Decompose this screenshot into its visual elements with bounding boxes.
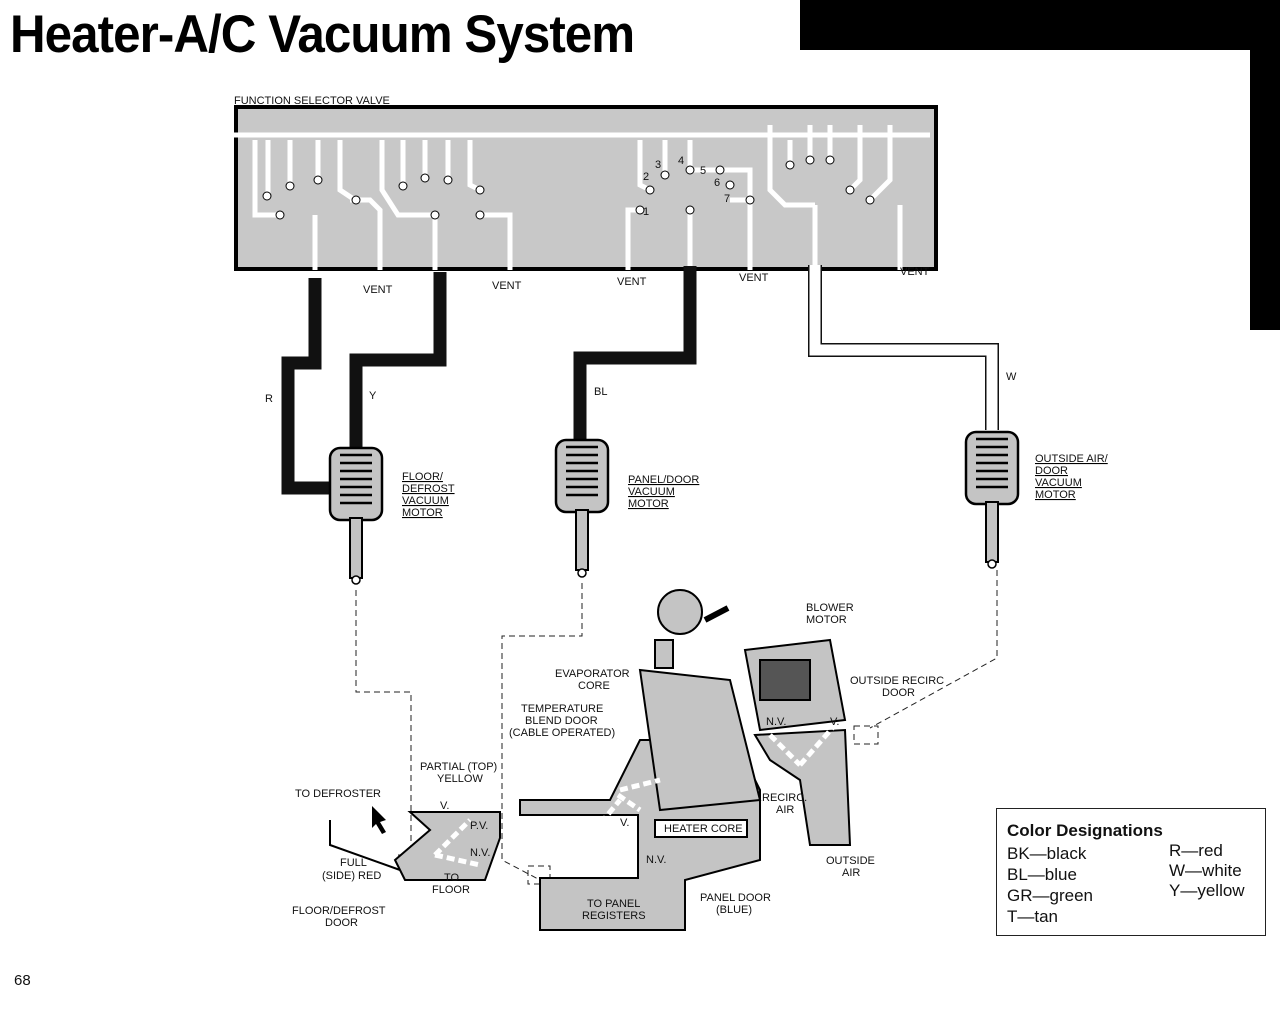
floor-defrost-label: FLOOR/	[402, 471, 444, 483]
legend-item: R—red	[1169, 841, 1223, 860]
evap-label: EVAPORATOR	[555, 668, 630, 680]
floor-defrost-label: DEFROST	[402, 483, 455, 495]
hose-label-bl: BL	[594, 386, 607, 398]
port-6: 6	[714, 177, 720, 189]
partial-label: PARTIAL (TOP)	[420, 761, 497, 773]
nv-label: N.V.	[470, 847, 490, 859]
legend-item: T—tan	[1007, 907, 1059, 926]
blower-label: MOTOR	[806, 614, 847, 626]
hvac-housing	[329, 589, 852, 931]
panel-door-label: VACUUM	[628, 486, 675, 498]
hose-label-w: W	[1006, 371, 1017, 383]
blend-label: TEMPERATURE	[521, 703, 603, 715]
outside-air-text: OUTSIDE	[826, 855, 875, 867]
outside-air-label: VACUUM	[1035, 477, 1082, 489]
floor-defrost-label: MOTOR	[402, 507, 443, 519]
vent-label: VENT	[492, 280, 522, 292]
color-legend: Color Designations BK—black BL—blue GR—g…	[996, 808, 1266, 936]
blend-label: (CABLE OPERATED)	[509, 727, 615, 739]
valve-passages	[200, 125, 930, 270]
door-label: FLOOR/DEFROST	[292, 905, 386, 917]
full-label: (SIDE) RED	[322, 870, 381, 882]
port-5: 5	[700, 165, 706, 177]
panel-door-text: (BLUE)	[716, 904, 752, 916]
evap-label: CORE	[578, 680, 610, 692]
port-7: 7	[724, 193, 730, 205]
floor-defrost-motor	[328, 446, 384, 585]
outside-air-label: DOOR	[1035, 465, 1068, 477]
nv-label: N.V.	[766, 716, 786, 728]
recirc-door-label: DOOR	[882, 687, 915, 699]
port-numbers: 1 2 3 4 5 6 7	[643, 155, 730, 218]
page-title: Heater-A/C Vacuum System	[10, 5, 635, 64]
blower-label: BLOWER	[806, 602, 854, 614]
motor-labels: FLOOR/ DEFROST VACUUM MOTOR PANEL/DOOR V…	[402, 453, 1109, 519]
outside-air-motor	[964, 430, 1020, 569]
to-defroster-label: TO DEFROSTER	[295, 788, 381, 800]
nv-label: N.V.	[646, 854, 666, 866]
outside-air-label: MOTOR	[1035, 489, 1076, 501]
hose-label-r: R	[265, 393, 273, 405]
legend-item: BK—black	[1007, 844, 1087, 863]
to-panel-label: REGISTERS	[582, 910, 646, 922]
cursor-arrow-icon	[372, 806, 386, 834]
to-floor-label: TO	[444, 872, 460, 884]
yellow-hose	[349, 272, 447, 450]
recirc-door-label: OUTSIDE RECIRC	[850, 675, 944, 687]
door-label: DOOR	[325, 917, 358, 929]
v-label: V.	[830, 716, 839, 728]
pv-label: P.V.	[470, 820, 488, 832]
panel-door-label: MOTOR	[628, 498, 669, 510]
white-hose	[808, 265, 999, 430]
v-label: V.	[620, 817, 629, 829]
hose-label-y: Y	[369, 390, 377, 402]
red-hose	[281, 278, 340, 495]
vent-labels: VENT VENT VENT VENT VENT	[363, 266, 930, 296]
recirc-air-label: RECIRC.	[762, 792, 807, 804]
to-floor-label: FLOOR	[432, 884, 470, 896]
valve-label: FUNCTION SELECTOR VALVE	[234, 95, 390, 107]
port-4: 4	[678, 155, 684, 167]
panel-door-text: PANEL DOOR	[700, 892, 771, 904]
legend-item: GR—green	[1007, 886, 1093, 905]
black-hoses	[281, 266, 697, 495]
v-label: V.	[440, 800, 449, 812]
partial-label: YELLOW	[437, 773, 483, 785]
floor-defrost-label: VACUUM	[402, 495, 449, 507]
recirc-air-label: AIR	[776, 804, 794, 816]
port-2: 2	[643, 171, 649, 183]
legend-item: Y—yellow	[1169, 881, 1245, 900]
outside-air-label: OUTSIDE AIR/	[1035, 453, 1109, 465]
legend-item: BL—blue	[1007, 865, 1077, 884]
page-number: 68	[14, 972, 31, 989]
vent-label: VENT	[363, 284, 393, 296]
edge-banner	[1250, 50, 1280, 330]
component-labels: BLOWER MOTOR EVAPORATOR CORE TEMPERATURE…	[292, 602, 944, 929]
vent-label: VENT	[739, 272, 769, 284]
to-panel-label: TO PANEL	[587, 898, 640, 910]
blue-hose	[573, 266, 697, 442]
valve-port-dots	[262, 155, 875, 220]
full-label: FULL	[340, 857, 367, 869]
outside-air-text: AIR	[842, 867, 860, 879]
port-3: 3	[655, 159, 661, 171]
legend-title: Color Designations	[1007, 821, 1163, 840]
port-1: 1	[643, 206, 649, 218]
panel-door-motor	[554, 438, 610, 578]
evaporator-core	[638, 668, 762, 812]
title-banner	[800, 0, 1280, 50]
heater-core-label: HEATER CORE	[664, 823, 743, 835]
legend-item: W—white	[1169, 861, 1242, 880]
panel-door-label: PANEL/DOOR	[628, 474, 699, 486]
vent-label: VENT	[900, 266, 930, 278]
doors	[433, 723, 837, 868]
blend-label: BLEND DOOR	[525, 715, 598, 727]
vent-label: VENT	[617, 276, 647, 288]
